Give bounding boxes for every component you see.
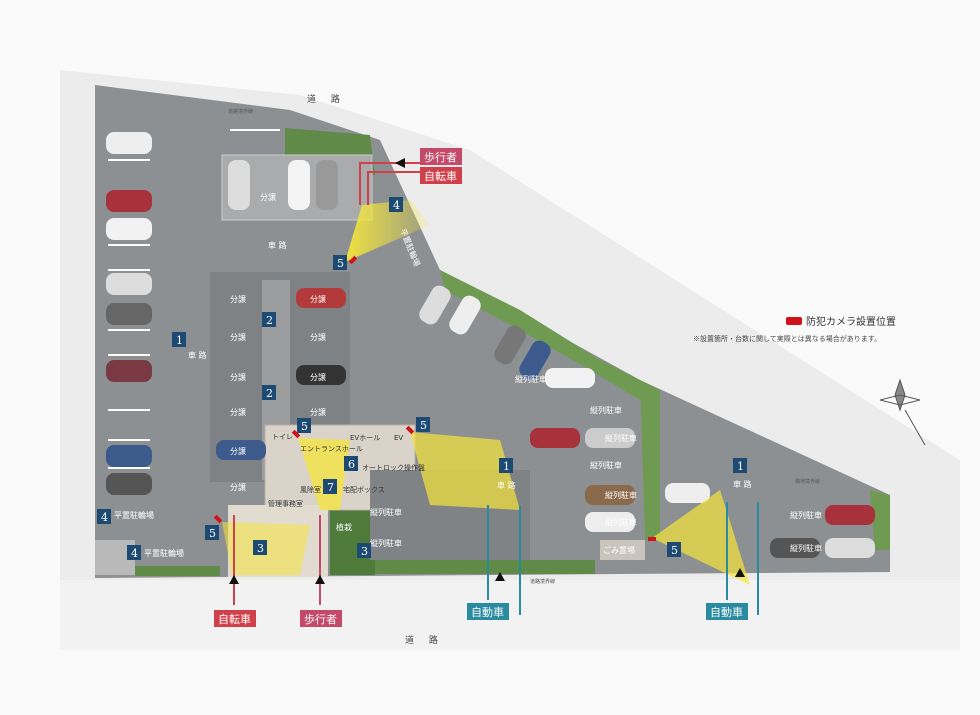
delivery-box-label: 宅配ボックス [343,485,385,494]
side-boundary-label: 隣地境界線 [795,478,820,485]
svg-text:分譲: 分譲 [310,294,326,304]
tag-pedestrian-top: 歩行者 [420,148,462,165]
windbreak-label: 風除室 [300,485,321,494]
entrance-hall-label: エントランスホール [300,445,363,453]
svg-text:自動車: 自動車 [471,605,504,619]
carway-label: 車 路 [733,479,752,489]
road-top-label: 道 路 [307,93,346,105]
svg-text:1: 1 [503,460,510,473]
svg-text:5: 5 [301,420,308,433]
svg-text:5: 5 [209,527,216,540]
toilet-label: トイレ [272,433,293,441]
svg-text:5: 5 [337,257,344,270]
svg-text:7: 7 [327,481,334,494]
svg-text:1: 1 [737,460,744,473]
svg-text:縦列駐車: 縦列駐車 [590,460,622,470]
tag-car-right: 自動車 [706,603,748,620]
svg-text:縦列駐車: 縦列駐車 [605,433,637,443]
svg-text:縦列駐車: 縦列駐車 [605,490,637,500]
office-label: 管理事務室 [268,499,303,508]
svg-text:縦列駐車: 縦列駐車 [590,405,622,415]
carway-label: 車 路 [188,350,207,360]
number-badges: 1 1 1 2 2 3 3 4 4 4 5 5 5 5 5 6 7 [97,197,747,560]
parallel-parking-labels: 縦列駐車 縦列駐車 縦列駐車 縦列駐車 縦列駐車 縦列駐車 縦列駐車 縦列駐車 … [370,374,822,553]
svg-text:歩行者: 歩行者 [304,612,337,626]
bike-parking-label: 平置駐輪場 [114,510,154,520]
planting-right [870,490,890,550]
road-boundary-label: 道路境界線 [530,578,555,585]
planting-strip [640,380,660,540]
planting-bottom [135,566,220,576]
svg-text:3: 3 [361,545,368,558]
bike-parking-label: 平置駐輪場 [144,548,184,558]
svg-text:縦列駐車: 縦列駐車 [370,507,402,517]
planting-diagonal [440,270,650,400]
svg-text:分譲: 分譲 [310,332,326,342]
svg-text:分譲: 分譲 [230,294,246,304]
svg-text:分譲: 分譲 [260,192,276,202]
svg-text:4: 4 [393,199,400,212]
svg-text:5: 5 [671,544,678,557]
entry-marker-icons [229,158,745,584]
planting-label: 植栽 [336,522,352,532]
svg-text:縦列駐車: 縦列駐車 [790,510,822,520]
svg-text:分譲: 分譲 [230,407,246,417]
tag-bicycle-top: 自転車 [420,167,462,184]
svg-text:3: 3 [257,542,264,555]
sale-labels: 分譲 分譲 分譲 分譲 分譲 分譲 分譲 分譲 分譲 分譲 分譲 [230,192,326,492]
stall-lines-left [108,129,280,469]
camera-coverage [222,200,750,585]
garbage-room [600,540,645,560]
svg-text:縦列駐車: 縦列駐車 [515,374,547,384]
svg-text:4: 4 [131,547,138,560]
svg-text:4: 4 [101,511,108,524]
tag-car-center: 自動車 [467,603,509,620]
svg-text:自転車: 自転車 [424,169,457,183]
svg-text:縦列駐車: 縦列駐車 [605,517,637,527]
camera-markers [213,255,656,541]
parked-cars [106,132,875,558]
camera-legend-icon [786,317,802,325]
planting-entrance [330,505,375,575]
svg-text:分譲: 分譲 [310,407,326,417]
legend: 防犯カメラ設置位置 ※設置箇所・台数に関して実際とは異なる場合があります。 [693,315,896,343]
tag-pedestrian-bottom: 歩行者 [300,610,342,627]
svg-text:5: 5 [420,419,427,432]
planting-bottom-right [375,560,595,574]
svg-text:縦列駐車: 縦列駐車 [370,538,402,548]
carway-label: 車 路 [268,240,287,250]
svg-text:自動車: 自動車 [710,605,743,619]
svg-text:分譲: 分譲 [230,446,246,456]
flow-arrows [233,162,759,615]
svg-text:2: 2 [266,314,273,327]
svg-text:分譲: 分譲 [230,332,246,342]
svg-text:縦列駐車: 縦列駐車 [790,543,822,553]
legend-camera-label: 防犯カメラ設置位置 [806,315,896,328]
svg-text:分譲: 分譲 [230,482,246,492]
ev-label: EV [394,434,403,442]
svg-text:分譲: 分譲 [310,372,326,382]
ev-hall-label: EVホール [350,434,380,442]
svg-text:分譲: 分譲 [230,372,246,382]
svg-text:1: 1 [176,334,183,347]
garbage-label: ごみ置場 [603,545,635,555]
svg-text:6: 6 [348,458,355,471]
svg-text:自転車: 自転車 [218,612,251,626]
road-bottom-label: 道 路 [405,634,444,646]
tag-bicycle-bottom: 自転車 [214,610,256,627]
compass-icon [879,378,926,446]
bottom-road [60,580,960,650]
carway-label: 車 路 [497,480,516,490]
autolock-label: オートロック操作盤 [362,463,425,472]
svg-text:2: 2 [266,387,273,400]
svg-text:歩行者: 歩行者 [424,150,457,164]
road-boundary-label: 道路境界線 [228,108,253,115]
legend-note: ※設置箇所・台数に関して実際とは異なる場合があります。 [693,334,881,343]
